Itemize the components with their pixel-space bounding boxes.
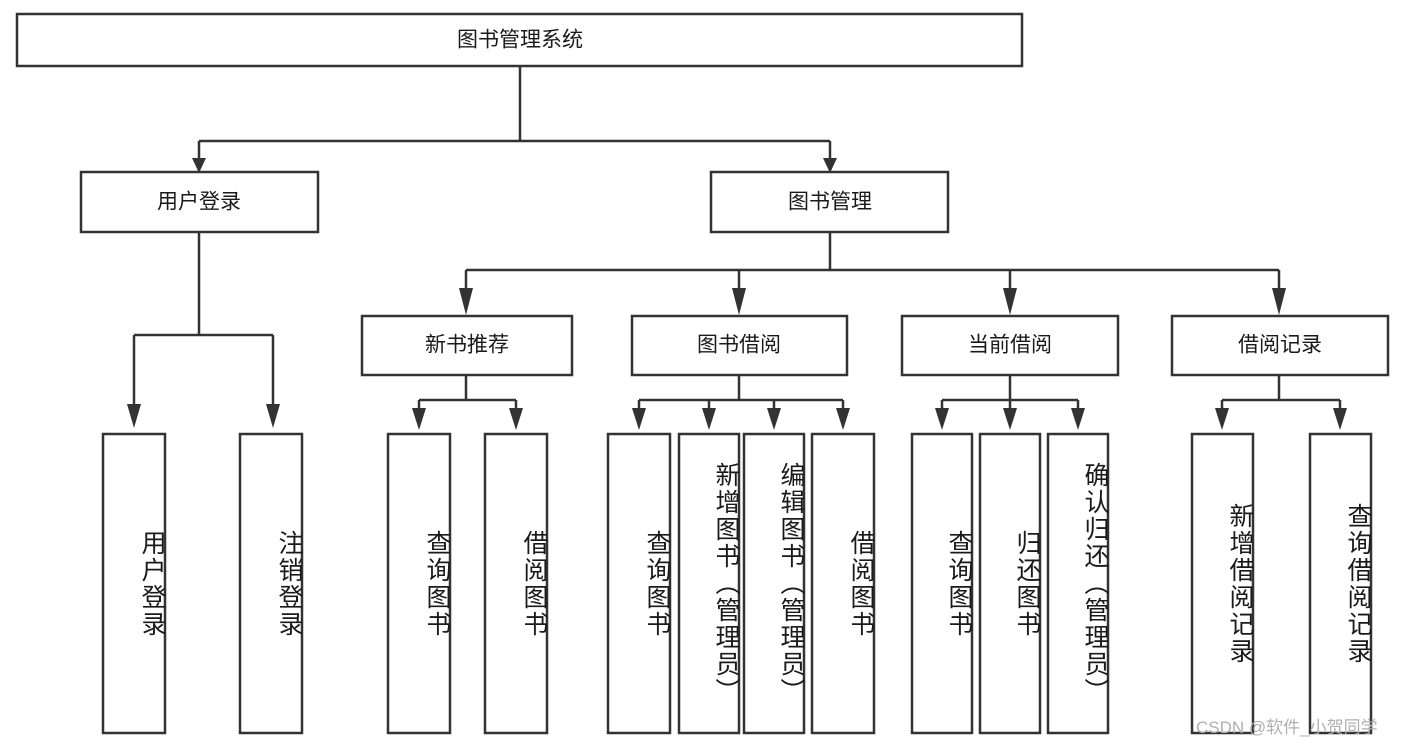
arrow-head-c3 bbox=[1071, 408, 1085, 430]
node-box-book-manage[interactable] bbox=[709, 170, 950, 234]
arrow-head-d2 bbox=[1333, 408, 1347, 430]
arrow-head-l3-2 bbox=[732, 288, 746, 315]
arrow-head-b3 bbox=[767, 408, 781, 430]
node-box-root[interactable] bbox=[15, 12, 1024, 68]
leaf-box-current-2[interactable] bbox=[978, 432, 1042, 735]
leaf-box-recommend-1[interactable] bbox=[386, 432, 452, 735]
arrow-head-b4 bbox=[836, 408, 850, 430]
leaf-box-current-1[interactable] bbox=[910, 432, 974, 735]
boxes-group: 图书管理系统 用户登录 图书管理 新书推荐 图书借阅 当前借阅 借阅记录 bbox=[15, 12, 1390, 735]
node-box-book-borrow[interactable] bbox=[630, 314, 849, 377]
leaf-box-current-3[interactable] bbox=[1046, 432, 1110, 735]
leaf-box-borrow-4[interactable] bbox=[810, 432, 876, 735]
arrow-head-b1 bbox=[632, 408, 646, 430]
leaf-box-recommend-2[interactable] bbox=[483, 432, 549, 735]
arrow-head-l3-4 bbox=[1272, 288, 1286, 315]
connectors-group bbox=[127, 66, 1347, 430]
watermark-text: CSDN @软件_小贺同学 bbox=[1196, 718, 1378, 737]
arrow-head-c2 bbox=[1003, 408, 1017, 430]
arrow-head-b2 bbox=[702, 408, 716, 430]
node-box-borrow-record[interactable] bbox=[1170, 314, 1390, 377]
arrow-head-u1 bbox=[127, 404, 141, 428]
arrow-head-r2 bbox=[509, 408, 523, 430]
leaf-box-user-login-2[interactable] bbox=[238, 432, 304, 735]
node-box-new-book-recommend[interactable] bbox=[360, 314, 574, 377]
arrow-head-l3-1 bbox=[459, 288, 473, 315]
leaf-box-borrow-1[interactable] bbox=[606, 432, 672, 735]
arrow-head-l3-3 bbox=[1003, 288, 1017, 315]
leaf-box-record-1[interactable] bbox=[1190, 432, 1255, 735]
node-label-book-borrow: 图书借阅 bbox=[697, 334, 781, 357]
node-label-new-book-recommend: 新书推荐 bbox=[425, 334, 509, 357]
node-label-root: 图书管理系统 bbox=[457, 29, 583, 52]
node-label-current-borrow: 当前借阅 bbox=[968, 334, 1052, 357]
arrow-head-book-manage bbox=[823, 158, 837, 173]
node-label-user-login: 用户登录 bbox=[157, 191, 241, 214]
arrow-head-d1 bbox=[1215, 408, 1229, 430]
leaf-box-borrow-3[interactable] bbox=[742, 432, 806, 735]
node-label-book-manage: 图书管理 bbox=[788, 191, 872, 214]
arrow-head-c1 bbox=[935, 408, 949, 430]
leaf-box-record-2[interactable] bbox=[1308, 432, 1373, 735]
arrow-head-user-login bbox=[192, 158, 206, 173]
node-box-current-borrow[interactable] bbox=[900, 314, 1120, 377]
leaf-box-borrow-2[interactable] bbox=[677, 432, 741, 735]
arrow-head-u2 bbox=[266, 404, 280, 428]
node-label-borrow-record: 借阅记录 bbox=[1238, 334, 1322, 357]
leaf-box-user-login-1[interactable] bbox=[101, 432, 167, 735]
node-box-user-login[interactable] bbox=[79, 170, 320, 234]
arrow-head-r1 bbox=[412, 408, 426, 430]
